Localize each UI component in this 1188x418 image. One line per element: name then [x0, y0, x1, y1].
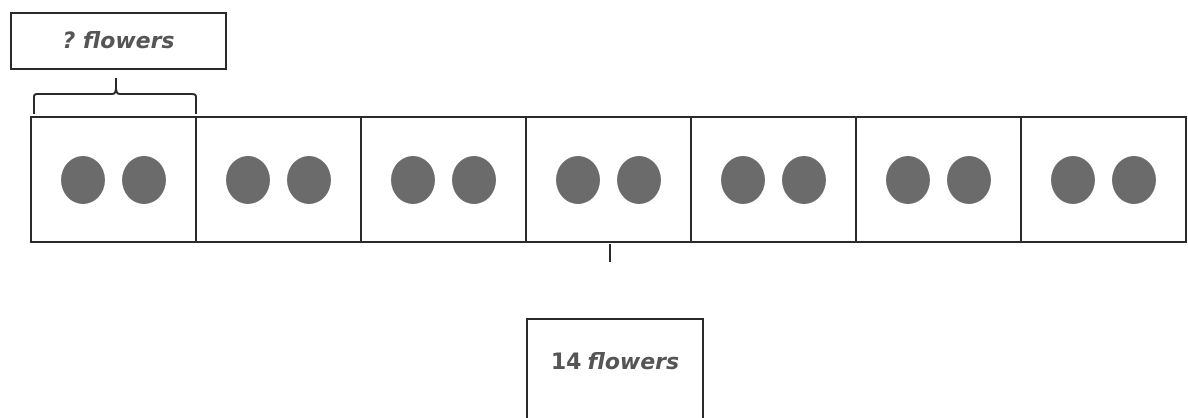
tape-cell [525, 116, 692, 243]
tape-diagram: ? flowers 14 flowers [10, 12, 1187, 418]
tape-cell [855, 116, 1022, 243]
flower-dot [391, 156, 435, 204]
flower-dot [886, 156, 930, 204]
unknown-group-text: ? flowers [62, 28, 175, 54]
tape-cell [1020, 116, 1187, 243]
tape-cell [195, 116, 362, 243]
flower-dot [226, 156, 270, 204]
tape-cells [30, 116, 1187, 243]
total-number: 14 [550, 350, 582, 375]
flower-dot [287, 156, 331, 204]
total-label: 14 flowers [526, 318, 704, 418]
flower-dot [122, 156, 166, 204]
tape-cell [30, 116, 197, 243]
flower-dot [1112, 156, 1156, 204]
unknown-group-label: ? flowers [10, 12, 227, 70]
flower-dot [782, 156, 826, 204]
total-unit: flowers [587, 350, 680, 375]
flower-dot [947, 156, 991, 204]
group-brace [33, 78, 197, 114]
flower-dot [1051, 156, 1095, 204]
flower-dot [721, 156, 765, 204]
flower-dot [556, 156, 600, 204]
flower-dot [452, 156, 496, 204]
flower-dot [617, 156, 661, 204]
tape-cell [360, 116, 527, 243]
tape-cell [690, 116, 857, 243]
flower-dot [61, 156, 105, 204]
tape-svg [30, 78, 1187, 262]
